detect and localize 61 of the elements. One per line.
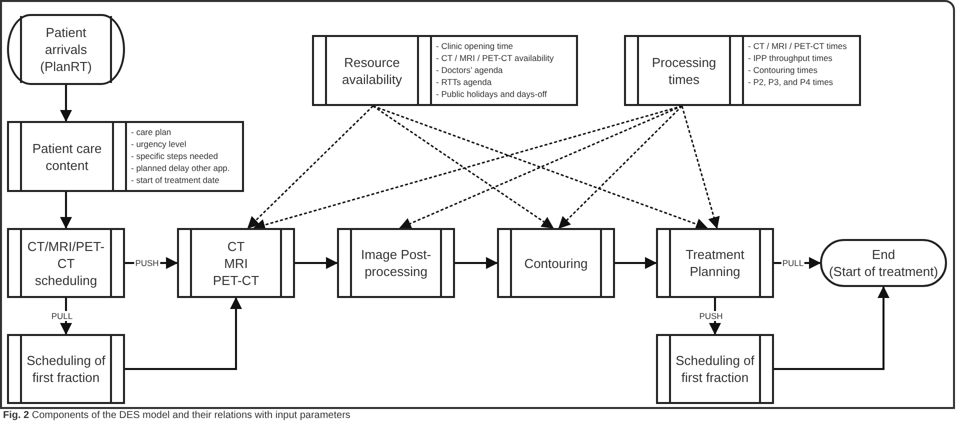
- node-label: Scheduling of first fraction: [675, 352, 755, 386]
- dashed-arrow: [372, 105, 708, 230]
- process-box: [337, 228, 455, 298]
- arrow: [60, 298, 72, 335]
- edge-label: PULL: [781, 258, 805, 268]
- dashed-arrow: [558, 105, 683, 229]
- node-label: PET-CT: [212, 272, 260, 288]
- list-item: - planned delay other app.: [131, 162, 231, 174]
- terminal-box: [7, 14, 125, 85]
- process-box: [497, 228, 615, 298]
- edge-label: PUSH: [134, 258, 160, 268]
- list-item: - care plan: [131, 126, 172, 138]
- node-label: CT: [227, 238, 245, 254]
- node-label: CT/MRI/PET-CT scheduling: [26, 238, 106, 288]
- node-label: Processing times: [650, 54, 718, 88]
- dashed-arrow: [681, 106, 720, 229]
- list-item: - Public holidays and days-off: [436, 88, 548, 100]
- process-box: [7, 121, 244, 192]
- node-label: Patient arrivals: [44, 24, 88, 58]
- list-item: - P2, P3, and P4 times: [748, 76, 834, 88]
- node-label: Contouring: [524, 254, 588, 272]
- node-label: Patient care content: [31, 140, 103, 174]
- process-box: [177, 228, 295, 298]
- dashed-arrow: [399, 105, 682, 230]
- process-box: [312, 35, 578, 106]
- dashed-arrow: [253, 105, 682, 231]
- edge-label: PUSH: [698, 311, 724, 321]
- dashed-arrow: [372, 105, 554, 229]
- list-item: - CT / MRI / PET-CT availability: [436, 52, 555, 64]
- arrow: [295, 257, 338, 269]
- node-label: MRI: [224, 254, 248, 272]
- arrow: [774, 286, 890, 370]
- list-item: - CT / MRI / PET-CT times: [748, 40, 848, 52]
- list-item: - Doctors’ agenda: [436, 64, 504, 76]
- arrow: [455, 257, 498, 269]
- edge-label: PULL: [50, 311, 74, 321]
- node-label: (PlanRT): [40, 58, 92, 75]
- process-box: [656, 228, 774, 298]
- list-item: - Contouring times: [748, 64, 818, 76]
- dashed-arrow: [247, 105, 374, 229]
- process-box: [7, 334, 125, 404]
- arrow: [615, 257, 657, 269]
- list-item: - specific steps needed: [131, 150, 219, 162]
- list-item: - urgency level: [131, 138, 188, 150]
- node-label: (Start of treatment): [828, 263, 938, 280]
- process-box: [624, 35, 861, 106]
- node-label: Treatment Planning: [684, 246, 746, 280]
- process-box: [656, 334, 774, 404]
- arrow: [60, 192, 72, 229]
- figure-caption: Fig. 2 Components of the DES model and their relations with input parameters: [3, 410, 350, 422]
- arrow: [60, 85, 72, 122]
- node-label: Resource availability: [341, 54, 403, 88]
- list-item: - Clinic opening time: [436, 40, 514, 52]
- node-label: End: [872, 246, 896, 263]
- list-item: - RTTs agenda: [436, 76, 493, 88]
- list-item: - IPP throughput times: [748, 52, 834, 64]
- node-label: Image Post-processing: [360, 246, 432, 280]
- node-label: Scheduling of first fraction: [26, 352, 106, 386]
- arrow: [125, 297, 242, 370]
- list-item: - start of treatment date: [131, 174, 220, 186]
- process-box: [7, 228, 125, 298]
